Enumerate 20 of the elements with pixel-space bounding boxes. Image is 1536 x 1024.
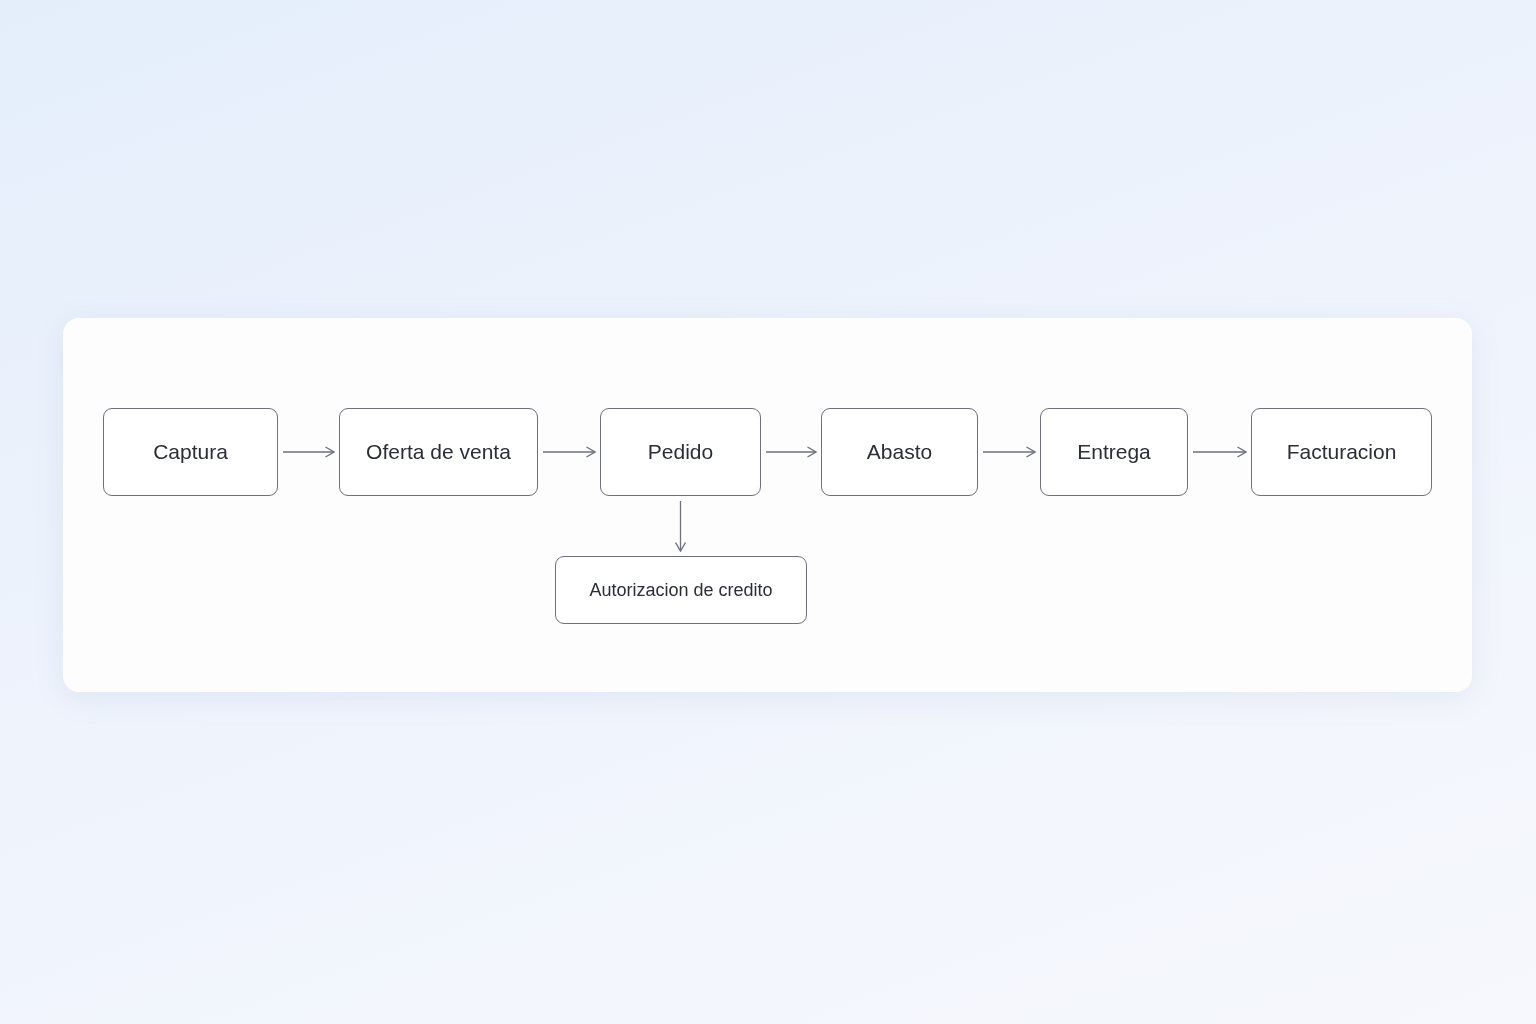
process-box	[1040, 408, 1188, 496]
node-label: Autorizacion de credito	[589, 579, 773, 601]
node-label: Oferta de venta	[366, 440, 511, 464]
node-label: Facturacion	[1286, 440, 1397, 464]
node-label: Pedido	[647, 440, 714, 464]
arrow	[765, 446, 817, 458]
arrow	[542, 446, 596, 458]
process-box	[600, 408, 761, 496]
arrow	[982, 446, 1036, 458]
arrow	[282, 446, 335, 458]
process-box	[821, 408, 978, 496]
arrow	[1192, 446, 1247, 458]
process-box	[555, 556, 807, 624]
process-box	[339, 408, 538, 496]
node-label: Entrega	[1077, 440, 1151, 464]
process-box	[103, 408, 278, 496]
node-label: Captura	[153, 440, 228, 464]
process-box	[1251, 408, 1432, 496]
node-label: Abasto	[866, 440, 933, 464]
arrow	[674, 500, 687, 552]
